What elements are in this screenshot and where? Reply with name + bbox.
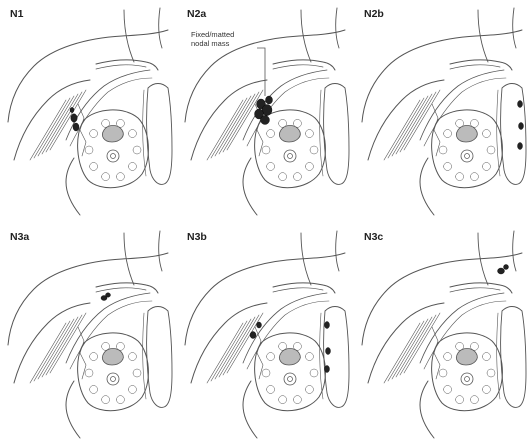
lymph-node bbox=[504, 265, 509, 270]
lymph-nodes bbox=[354, 0, 531, 223]
lymph-node bbox=[257, 322, 262, 328]
lymph-node bbox=[518, 101, 523, 108]
panel-label: N1 bbox=[10, 8, 23, 20]
panel-label: N2b bbox=[364, 8, 384, 20]
lymph-node bbox=[261, 116, 270, 125]
annotation-line-1: Fixed/matted bbox=[191, 30, 257, 39]
annotation-label: Fixed/matted nodal mass bbox=[191, 30, 257, 48]
lymph-node bbox=[325, 322, 330, 329]
panel-n2b: N2b bbox=[354, 0, 531, 223]
annotation-leader-line bbox=[257, 48, 265, 96]
panel-n3b: N3b bbox=[177, 223, 354, 446]
panel-label: N3a bbox=[10, 231, 29, 243]
lymph-node bbox=[106, 293, 111, 297]
annotation-line-2: nodal mass bbox=[191, 39, 257, 48]
lymph-node bbox=[326, 348, 331, 355]
lymph-node bbox=[498, 268, 505, 274]
lymph-nodes bbox=[354, 223, 531, 446]
lymph-node bbox=[266, 96, 273, 104]
lymph-nodes bbox=[0, 223, 177, 446]
lymph-node bbox=[325, 366, 330, 373]
panel-label: N2a bbox=[187, 8, 206, 20]
lymph-node bbox=[519, 123, 524, 130]
panel-n2a: N2a Fixed/matted nodal mass bbox=[177, 0, 354, 223]
panel-n3c: N3c bbox=[354, 223, 531, 446]
panel-label: N3b bbox=[187, 231, 207, 243]
lymph-node bbox=[73, 123, 79, 131]
lymph-node bbox=[71, 114, 77, 122]
panel-n3a: N3a bbox=[0, 223, 177, 446]
lymph-node bbox=[518, 143, 523, 150]
lymph-node bbox=[250, 332, 256, 339]
panel-label: N3c bbox=[364, 231, 383, 243]
panel-n1: N1 bbox=[0, 0, 177, 223]
lymph-node bbox=[70, 107, 74, 112]
lymph-nodes bbox=[177, 223, 354, 446]
lymph-nodes bbox=[0, 0, 177, 223]
